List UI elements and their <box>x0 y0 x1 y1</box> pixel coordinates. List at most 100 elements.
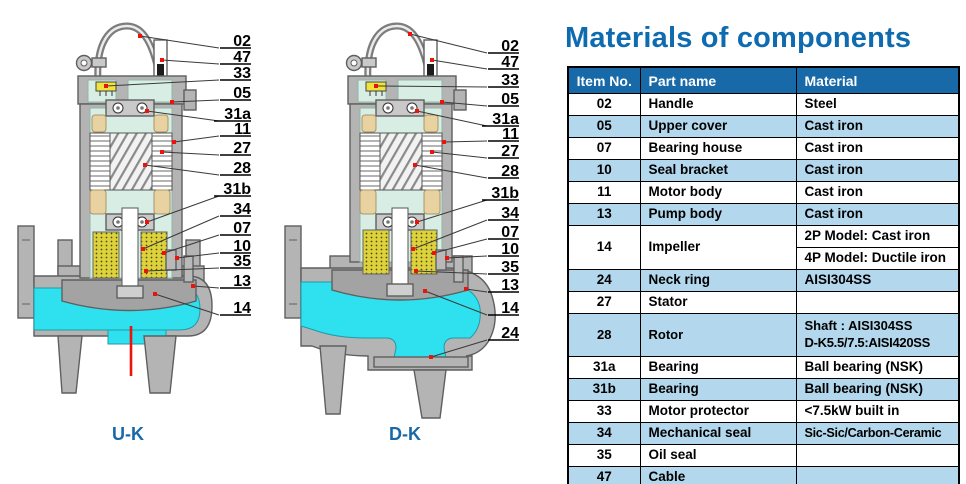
item-no: 02 <box>567 93 641 116</box>
uk-callouts: 02 47 33 05 31a 11 27 28 31b 34 07 10 35… <box>214 33 251 317</box>
table-row-impeller: 14 Impeller 2P Model: Cast iron <box>567 225 960 270</box>
uk-callout-34: 34 <box>233 201 251 218</box>
item-no: 13 <box>567 203 641 226</box>
part-name: Bearing <box>639 378 797 401</box>
table-row: 07 Bearing house Cast iron <box>567 137 960 160</box>
uk-callout-13: 13 <box>233 273 251 290</box>
dk-callout-05: 05 <box>501 91 519 108</box>
dk-callout-14: 14 <box>501 300 519 317</box>
item-no: 33 <box>567 400 641 423</box>
table-row: 02 Handle Steel <box>567 93 960 116</box>
item-no: 14 <box>567 225 641 270</box>
table-row: 33 Motor protector <7.5kW built in <box>567 400 960 423</box>
dk-callout-11: 11 <box>502 126 519 143</box>
item-no: 31b <box>567 378 641 401</box>
table-row: 34 Mechanical seal Sic-Sic/Carbon-Cerami… <box>567 422 960 445</box>
dk-callouts: 02 47 33 05 31a 11 27 28 31b 34 07 10 35… <box>482 38 519 342</box>
part-name: Upper cover <box>639 115 797 138</box>
dk-callout-33: 33 <box>501 72 519 89</box>
material: Ball bearing (NSK) <box>795 356 960 379</box>
part-name: Bearing house <box>639 137 797 160</box>
table-row: 35 Oil seal <box>567 444 960 467</box>
table-row: 47 Cable <box>567 466 960 484</box>
table-row: 31b Bearing Ball bearing (NSK) <box>567 378 960 401</box>
uk-callout-35: 35 <box>233 253 251 270</box>
table-row: 24 Neck ring AISI304SS <box>567 269 960 292</box>
item-no: 05 <box>567 115 641 138</box>
part-name: Seal bracket <box>639 159 797 182</box>
material-line-1: Shaft : AISI304SS <box>804 318 913 334</box>
dk-callout-13: 13 <box>501 277 519 294</box>
uk-callout-10: 10 <box>233 238 251 255</box>
table-row-impeller-2: 4P Model: Ductile iron <box>568 247 960 270</box>
part-name: Pump body <box>639 203 797 226</box>
part-name: Handle <box>639 93 797 116</box>
dk-callout-10: 10 <box>501 241 519 258</box>
uk-callout-14: 14 <box>233 300 251 317</box>
page-title: Materials of components <box>565 22 912 54</box>
item-no: 47 <box>567 466 641 484</box>
part-name: Bearing <box>639 356 797 379</box>
material: Sic-Sic/Carbon-Ceramic <box>795 422 960 445</box>
material: Cast iron <box>795 115 960 138</box>
uk-pump-label: U-K <box>112 424 144 444</box>
part-name: Motor protector <box>639 400 797 423</box>
material: Cast iron <box>795 181 960 204</box>
dk-callout-27: 27 <box>501 143 519 160</box>
header-part-name: Part name <box>639 66 797 94</box>
part-name: Impeller <box>639 225 797 270</box>
uk-leaders <box>104 34 220 316</box>
material <box>795 444 960 467</box>
uk-callout-28: 28 <box>233 160 251 177</box>
part-name: Motor body <box>639 181 797 204</box>
uk-callout-11: 11 <box>234 121 251 138</box>
item-no: 34 <box>567 422 641 445</box>
uk-callout-47: 47 <box>233 49 251 66</box>
material: Steel <box>795 93 960 116</box>
part-name: Rotor <box>639 313 797 357</box>
material: Cast iron <box>795 137 960 160</box>
item-no: 07 <box>567 137 641 160</box>
dk-motor <box>345 22 467 297</box>
item-no: 27 <box>567 291 641 314</box>
dk-callout-47: 47 <box>501 54 519 71</box>
material-2p: 2P Model: Cast iron <box>795 225 960 248</box>
material: Cast iron <box>795 203 960 226</box>
dk-callout-31a: 31a <box>492 111 519 128</box>
header-item-no: Item No. <box>567 66 641 94</box>
material <box>795 291 960 314</box>
table-row: 05 Upper cover Cast iron <box>567 115 960 138</box>
material: Ball bearing (NSK) <box>795 378 960 401</box>
dk-callout-02: 02 <box>501 38 519 55</box>
material: AISI304SS <box>795 269 960 292</box>
uk-callout-31b: 31b <box>223 181 251 198</box>
table-row-rotor: 28 Rotor Shaft : AISI304SS D-K5.5/7.5:AI… <box>567 313 960 357</box>
material-4p: 4P Model: Ductile iron <box>795 247 960 270</box>
material: Cast iron <box>795 159 960 182</box>
dk-callout-34: 34 <box>501 205 519 222</box>
uk-callout-27: 27 <box>233 140 251 157</box>
part-name: Cable <box>639 466 797 484</box>
table-row: 31a Bearing Ball bearing (NSK) <box>567 356 960 379</box>
dk-pump-label: D-K <box>389 424 421 444</box>
item-no: 24 <box>567 269 641 292</box>
item-no: 11 <box>567 181 641 204</box>
header-material: Material <box>795 66 960 94</box>
dk-callout-07: 07 <box>501 224 519 241</box>
material: <7.5kW built in <box>795 400 960 423</box>
part-name: Mechanical seal <box>639 422 797 445</box>
material <box>795 466 960 484</box>
uk-callout-05: 05 <box>233 85 251 102</box>
materials-table: Item No. Part name Material 02 Handle St… <box>567 66 960 484</box>
dk-callout-24: 24 <box>501 325 519 342</box>
item-no: 10 <box>567 159 641 182</box>
table-header-row: Item No. Part name Material <box>567 66 960 94</box>
material-line-2: D-K5.5/7.5:AISI420SS <box>804 335 931 350</box>
uk-callout-33: 33 <box>233 65 251 82</box>
item-no: 31a <box>567 356 641 379</box>
item-no: 35 <box>567 444 641 467</box>
dk-callout-28: 28 <box>501 163 519 180</box>
part-name: Stator <box>639 291 797 314</box>
part-name: Neck ring <box>639 269 797 292</box>
